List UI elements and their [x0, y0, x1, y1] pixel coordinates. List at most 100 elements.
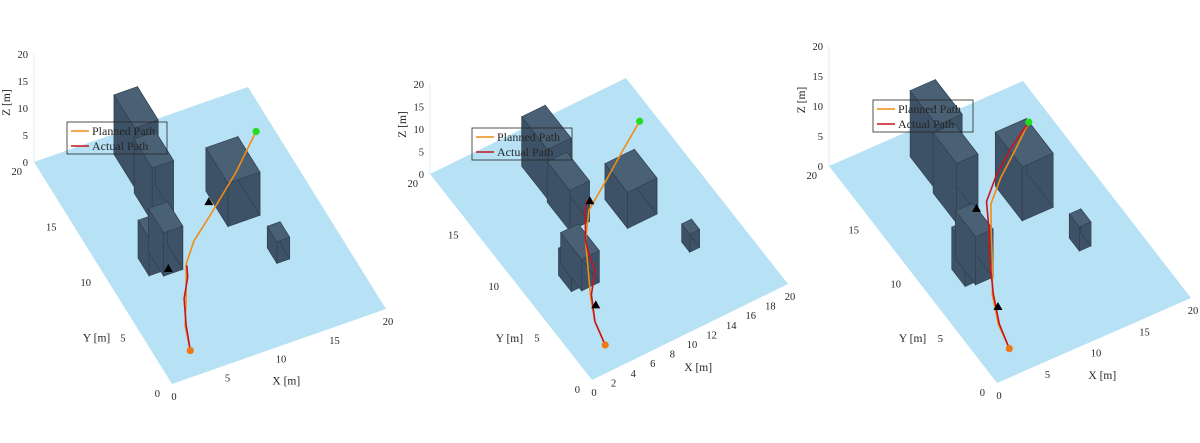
building-roof	[266, 221, 291, 243]
z-axis-label: Z [m]	[397, 111, 409, 138]
legend-box	[872, 99, 974, 133]
z-axis-label: Z [m]	[796, 87, 808, 114]
z-tick-label: 20	[414, 80, 425, 91]
obstacle-marker	[591, 300, 601, 309]
x-axis-label: X [m]	[1088, 370, 1116, 382]
x-tick-label: 0	[171, 392, 176, 403]
building-roof	[909, 79, 963, 126]
building-roof	[205, 136, 261, 184]
x-tick-label: 15	[329, 336, 340, 347]
x-tick-label: 5	[1045, 370, 1050, 381]
x-tick-label: 10	[687, 340, 698, 351]
building-block	[954, 202, 994, 286]
z-tick-label: 15	[414, 103, 425, 114]
building-block	[932, 122, 979, 225]
y-tick-label: 20	[408, 179, 419, 190]
y-tick-label: 15	[448, 231, 459, 242]
x-tick-label: 20	[383, 317, 394, 328]
x-tick-label: 20	[785, 292, 796, 303]
y-tick-label: 10	[81, 278, 92, 289]
obstacle-marker	[204, 197, 214, 206]
legend-planned-label: Planned Path	[92, 124, 155, 138]
z-tick-label: 10	[18, 104, 29, 115]
y-tick-label: 20	[807, 171, 818, 182]
goal-point	[636, 117, 644, 125]
building-roof	[932, 123, 979, 164]
floor-plane	[430, 78, 788, 380]
building-block	[994, 117, 1054, 222]
y-axis-label: Y [m]	[496, 333, 523, 345]
legend-actual-label: Actual Path	[898, 117, 954, 131]
building-roof	[954, 202, 994, 238]
z-tick-label: 10	[813, 102, 824, 113]
legend-box	[471, 127, 573, 161]
y-tick-label: 0	[980, 388, 985, 399]
building-roof	[560, 223, 600, 260]
x-tick-label: 16	[746, 311, 757, 322]
x-tick-label: 8	[670, 350, 675, 361]
x-tick-label: 0	[591, 388, 596, 399]
y-tick-label: 15	[46, 223, 57, 234]
z-tick-label: 0	[23, 158, 28, 169]
building-block	[1068, 208, 1092, 252]
y-tick-label: 20	[12, 167, 23, 178]
y-tick-label: 10	[891, 280, 902, 291]
z-tick-label: 5	[818, 132, 823, 143]
z-tick-label: 10	[414, 125, 425, 136]
y-tick-label: 15	[849, 225, 860, 236]
building-block	[147, 200, 184, 278]
legend-box	[66, 121, 168, 155]
y-tick-label: 5	[938, 334, 943, 345]
x-tick-label: 20	[1188, 306, 1199, 317]
z-tick-label: 15	[18, 77, 29, 88]
z-tick-label: 0	[818, 162, 823, 173]
building-roof	[133, 131, 174, 169]
y-tick-label: 0	[155, 389, 160, 400]
x-tick-label: 14	[726, 321, 737, 332]
actual-path-line	[985, 121, 1030, 349]
x-tick-label: 18	[765, 302, 776, 313]
planned-path-line	[990, 121, 1030, 349]
obstacle-marker	[993, 302, 1003, 311]
x-tick-label: 10	[276, 355, 287, 366]
z-tick-label: 0	[419, 170, 424, 181]
building-roof	[1068, 208, 1092, 228]
obstacle-marker	[972, 203, 982, 212]
start-point	[1005, 344, 1013, 353]
x-tick-label: 2	[611, 378, 616, 389]
x-tick-label: 10	[1091, 349, 1102, 360]
building-roof	[546, 151, 590, 191]
z-tick-label: 5	[23, 131, 28, 142]
start-point	[601, 341, 609, 349]
actual-path-line	[584, 199, 606, 346]
x-tick-label: 15	[1139, 327, 1150, 338]
z-axis-label: Z [m]	[1, 89, 13, 116]
building-block	[266, 220, 291, 265]
y-tick-label: 5	[120, 334, 125, 345]
z-tick-label: 15	[813, 72, 824, 83]
building-block	[681, 218, 700, 254]
x-tick-label: 4	[631, 369, 637, 380]
z-tick-label: 20	[18, 50, 29, 61]
start-point	[186, 346, 194, 355]
building-roof	[147, 201, 184, 234]
x-axis-label: X [m]	[272, 375, 300, 387]
y-tick-label: 5	[534, 334, 539, 345]
y-tick-label: 10	[489, 282, 500, 293]
building-roof	[681, 218, 700, 235]
obstacle-marker	[163, 264, 173, 273]
x-axis-label: X [m]	[684, 362, 712, 374]
obstacle-marker	[585, 196, 595, 205]
legend-actual-label: Actual Path	[497, 145, 553, 159]
legend-planned-label: Planned Path	[497, 130, 560, 144]
x-tick-label: 0	[996, 391, 1001, 402]
x-tick-label: 6	[650, 359, 655, 370]
y-tick-label: 0	[575, 385, 580, 396]
goal-point	[252, 127, 260, 136]
